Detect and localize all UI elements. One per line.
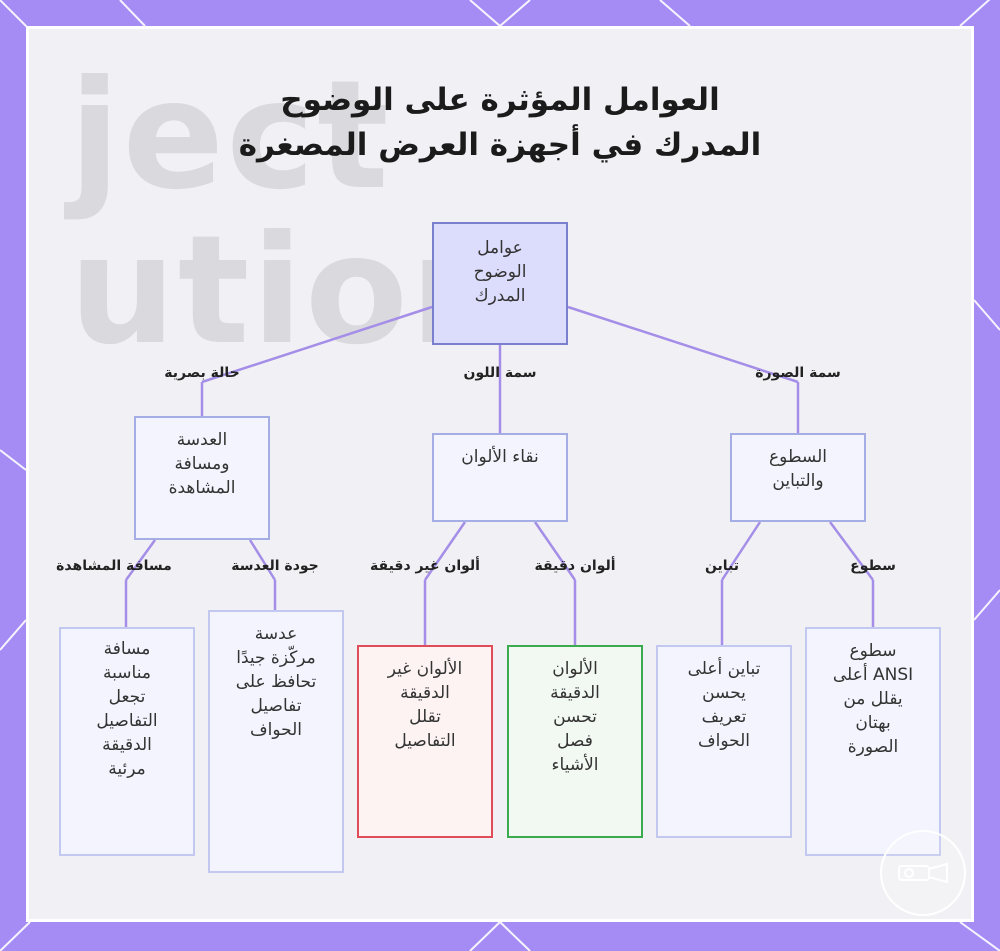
- connector-left-leaf2: [248, 539, 277, 581]
- connector-root-left: [201, 305, 433, 384]
- edge-label-leaf: ألوان دقيقة: [534, 558, 616, 574]
- leaf-line: مرئية: [108, 759, 146, 779]
- title-line-1: العوامل المؤثرة على الوضوح: [280, 82, 720, 118]
- leaf-line: تعريف: [701, 707, 747, 727]
- leaf-line: الأشياء: [551, 755, 599, 775]
- leaf-line: ANSI أعلى: [832, 665, 914, 685]
- leaf-node-viewing-distance: مسافة مناسبة تجعل التفاصيل الدقيقة مرئية: [59, 627, 195, 856]
- leaf-line: تفاصيل: [250, 696, 302, 716]
- leaf-line: مركّزة جيدًا: [236, 648, 316, 668]
- leaf-line: التفاصيل: [394, 731, 456, 751]
- leaf-line: تقلل: [409, 707, 441, 727]
- branch-line: والتباين: [772, 471, 824, 491]
- edge-label-leaf: تباين: [704, 558, 740, 574]
- branch-node-brightness-contrast: السطوع والتباين: [730, 433, 866, 522]
- leaf-line: الألوان: [552, 659, 598, 679]
- leaf-line: الألوان غير: [387, 659, 463, 679]
- branch-node-lens-distance: العدسة ومسافة المشاهدة: [134, 416, 270, 540]
- connector-mid-leaf3: [423, 521, 467, 581]
- leaf-line: الدقيقة: [400, 683, 450, 703]
- leaf-line: تجعل: [108, 687, 146, 707]
- leaf-line: الصورة: [847, 737, 899, 757]
- root-node: عوامل الوضوح المدرك: [432, 222, 568, 345]
- leaf-line: مناسبة: [103, 663, 151, 683]
- edge-label-leaf: مسافة المشاهدة: [56, 558, 172, 574]
- root-line: المدرك: [474, 286, 526, 306]
- root-line: الوضوح: [473, 262, 527, 282]
- connector-right-leaf6: [828, 521, 875, 581]
- projector-badge: [880, 830, 966, 916]
- edge-label-leaf: ألوان غير دقيقة: [370, 558, 480, 574]
- leaf-line: التفاصيل: [96, 711, 158, 731]
- branch-line: نقاء الألوان: [461, 447, 539, 467]
- projector-icon: [898, 862, 948, 884]
- connector-right-leaf5: [720, 521, 762, 581]
- leaf-line: الحواف: [249, 720, 302, 740]
- diagram-title: العوامل المؤثرة على الوضوح المدرك في أجه…: [0, 78, 1000, 168]
- edge-label-leaf: سطوع: [850, 558, 896, 574]
- leaf-line: سطوع: [849, 641, 897, 661]
- leaf-line: تباين أعلى: [687, 659, 761, 679]
- leaf-line: يحسن: [702, 683, 746, 703]
- leaf-line: الحواف: [697, 731, 750, 751]
- leaf-line: تحسن: [553, 707, 597, 727]
- connector-mid-leaf4: [533, 521, 577, 581]
- leaf-line: يقلل من: [843, 689, 903, 709]
- leaf-node-brightness: سطوع ANSI أعلى يقلل من بهتان الصورة: [805, 627, 941, 856]
- branch-line: السطوع: [769, 447, 827, 467]
- leaf-line: عدسة: [254, 624, 298, 644]
- leaf-line: الدقيقة: [550, 683, 600, 703]
- branch-line: ومسافة: [174, 454, 230, 474]
- root-line: عوامل: [477, 238, 523, 258]
- leaf-node-contrast: تباين أعلى يحسن تعريف الحواف: [656, 645, 792, 838]
- leaf-node-inaccurate-colors: الألوان غير الدقيقة تقلل التفاصيل: [357, 645, 493, 838]
- edge-label-leaf: جودة العدسة: [231, 558, 319, 574]
- branch-node-color-purity: نقاء الألوان: [432, 433, 568, 522]
- branch-line: العدسة: [176, 430, 228, 450]
- edge-label-right: سمة الصورة: [755, 365, 841, 381]
- branch-line: المشاهدة: [168, 478, 236, 498]
- title-line-2: المدرك في أجهزة العرض المصغرة: [238, 127, 762, 163]
- leaf-line: مسافة: [103, 639, 151, 659]
- edge-label-mid: سمة اللون: [463, 365, 537, 381]
- connector-left-leaf1: [124, 539, 157, 581]
- leaf-line: الدقيقة: [102, 735, 152, 755]
- connector-root-right: [567, 305, 799, 384]
- leaf-node-lens-quality: عدسة مركّزة جيدًا تحافظ على تفاصيل الحوا…: [208, 610, 344, 873]
- leaf-node-accurate-colors: الألوان الدقيقة تحسن فصل الأشياء: [507, 645, 643, 838]
- leaf-line: فصل: [557, 731, 593, 751]
- background-watermark-1: ject: [69, 49, 391, 223]
- leaf-line: تحافظ على: [235, 672, 317, 692]
- edge-label-left: حالة بصرية: [164, 365, 240, 381]
- leaf-line: بهتان: [855, 713, 891, 733]
